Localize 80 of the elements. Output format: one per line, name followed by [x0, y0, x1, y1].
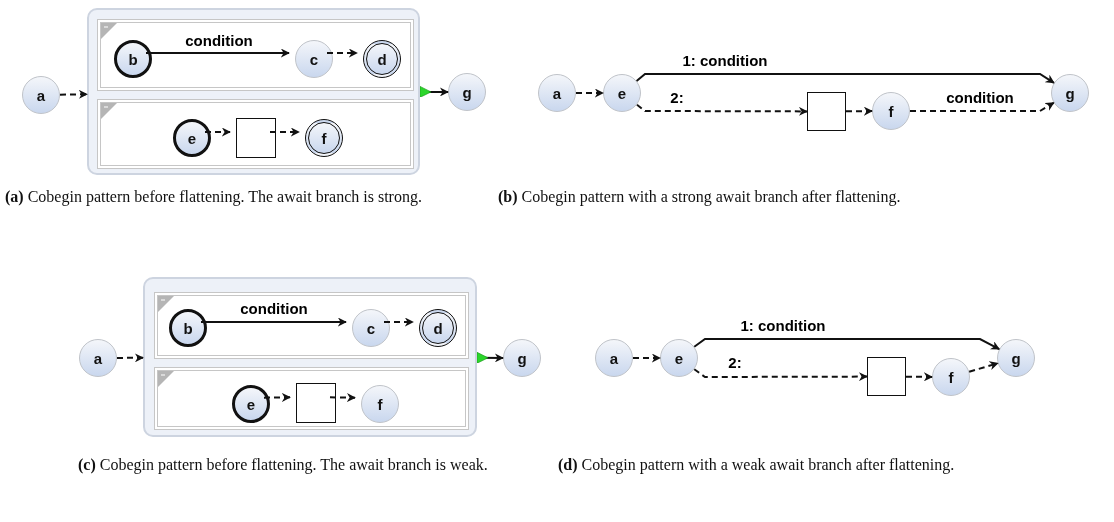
state-circle	[660, 339, 698, 377]
arrow	[636, 103, 808, 116]
arrow	[263, 392, 291, 402]
state-circle	[603, 74, 641, 112]
arrow	[200, 317, 347, 327]
state-label: a	[552, 85, 562, 101]
state-circle	[79, 339, 117, 377]
state-label: f	[321, 130, 327, 146]
final-state-circle	[305, 119, 343, 157]
state-label: b	[128, 51, 138, 67]
arrow	[968, 361, 999, 373]
state-label: d	[377, 51, 387, 67]
state-circle	[22, 76, 60, 114]
state-label: f	[948, 369, 954, 385]
state-label: a	[93, 350, 103, 366]
state-label: e	[617, 85, 627, 101]
state-label: g	[517, 350, 527, 366]
state-box	[867, 357, 906, 396]
state-label: a	[609, 350, 619, 366]
arrow	[204, 127, 231, 137]
region-box	[154, 292, 469, 359]
initial-state-circle	[169, 309, 207, 347]
state-label: g	[1065, 85, 1075, 101]
state-label: b	[183, 320, 193, 336]
arrow	[329, 393, 356, 403]
arrow	[419, 86, 449, 98]
arrow	[632, 353, 661, 363]
arrow	[59, 89, 88, 99]
arrow	[326, 48, 358, 58]
initial-state-circle	[114, 40, 152, 78]
final-state-circle	[363, 40, 401, 78]
state-label: f	[888, 103, 894, 119]
arrow	[909, 101, 1055, 112]
state-circle	[997, 339, 1035, 377]
caption: (b) Cobegin pattern with a strong await branch after flattening.	[498, 187, 902, 208]
state-circle	[932, 358, 970, 396]
state-circle	[448, 73, 486, 111]
macro-state-box	[143, 277, 477, 437]
caption: (c) Cobegin pattern before flattening. The await branch is weak.	[78, 455, 489, 476]
state-box	[807, 92, 846, 131]
arrow	[383, 317, 414, 327]
arrow	[905, 372, 933, 382]
state-box	[296, 383, 336, 423]
state-circle	[295, 40, 333, 78]
arrow	[693, 338, 1001, 351]
arrow	[269, 127, 300, 137]
state-circle	[361, 385, 399, 423]
state-circle	[1051, 74, 1089, 112]
state-label: c	[366, 320, 376, 336]
region-box	[97, 99, 414, 169]
final-state-circle	[419, 309, 457, 347]
state-label: d	[433, 320, 443, 336]
arrow	[575, 88, 604, 98]
state-circle	[595, 339, 633, 377]
arrow	[635, 73, 1055, 84]
arrow	[476, 351, 504, 364]
state-label: c	[309, 51, 319, 67]
state-label: f	[377, 396, 383, 412]
initial-state-circle	[232, 385, 270, 423]
initial-state-circle	[173, 119, 211, 157]
state-label: g	[462, 84, 472, 100]
state-label: e	[246, 396, 256, 412]
region-box	[97, 19, 414, 91]
state-circle	[872, 92, 910, 130]
arrow	[116, 353, 144, 363]
state-label: e	[674, 350, 684, 366]
arrow	[693, 368, 868, 382]
state-label: e	[187, 130, 197, 146]
macro-state-box	[87, 8, 420, 175]
state-circle	[538, 74, 576, 112]
state-circle	[352, 309, 390, 347]
caption: (d) Cobegin pattern with a weak await branch after flattening.	[558, 455, 956, 476]
region-box	[154, 367, 469, 430]
arrow	[845, 106, 873, 116]
state-label: g	[1011, 350, 1021, 366]
caption: (a) Cobegin pattern before flattening. The await branch is strong.	[5, 187, 423, 208]
state-circle	[503, 339, 541, 377]
state-label: a	[36, 87, 46, 103]
state-box	[236, 118, 276, 158]
arrow	[145, 48, 290, 58]
